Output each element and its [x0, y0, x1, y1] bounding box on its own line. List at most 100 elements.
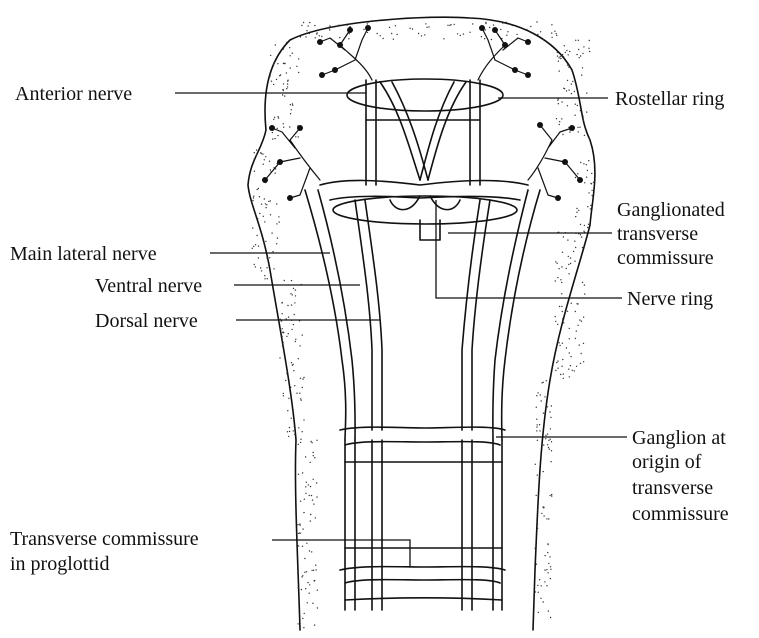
- stipple-dot: [307, 602, 308, 603]
- stipple-dot: [252, 227, 253, 228]
- stipple-dot: [562, 54, 563, 55]
- stipple-dot: [302, 546, 303, 547]
- stipple-dot: [594, 164, 595, 165]
- stipple-dot: [254, 171, 255, 172]
- stipple-dot: [292, 105, 293, 106]
- stipple-dot: [295, 136, 296, 137]
- stipple-dot: [264, 159, 265, 160]
- stipple-dot: [274, 138, 275, 139]
- stipple-dot: [266, 267, 267, 268]
- stipple-dot: [298, 474, 299, 475]
- stipple-dot: [298, 427, 299, 428]
- stipple-dot: [576, 212, 577, 213]
- stipple-dot: [294, 302, 295, 303]
- stipple-dot: [548, 440, 549, 441]
- stipple-dot: [276, 243, 277, 244]
- stipple-dot: [584, 225, 585, 226]
- stipple-dot: [389, 27, 390, 28]
- stipple-dot: [311, 551, 312, 552]
- stipple-dot: [299, 345, 300, 346]
- stipple-dot: [263, 164, 264, 165]
- stipple-dot: [283, 127, 284, 128]
- stipple-dot: [558, 103, 559, 104]
- stipple-dot: [298, 444, 299, 445]
- stipple-dot: [284, 95, 285, 96]
- stipple-dot: [550, 566, 551, 567]
- stipple-dot: [592, 195, 593, 196]
- stipple-dot: [317, 590, 318, 591]
- stipple-dot: [308, 25, 309, 26]
- stipple-dot: [579, 319, 580, 320]
- stipple-dot: [551, 405, 552, 406]
- stipple-dot: [568, 66, 569, 67]
- stipple-dot: [571, 93, 572, 94]
- stipple-dot: [347, 24, 348, 25]
- stipple-dot: [562, 134, 563, 135]
- stipple-dot: [586, 111, 587, 112]
- stipple-dot: [506, 22, 507, 23]
- stipple-dot: [310, 486, 311, 487]
- stipple-dot: [548, 610, 549, 611]
- stipple-dot: [264, 198, 265, 199]
- stipple-dot: [298, 358, 299, 359]
- stipple-dot: [551, 37, 552, 38]
- stipple-dot: [551, 32, 552, 33]
- stipple-dot: [302, 387, 303, 388]
- stipple-dot: [537, 528, 538, 529]
- stipple-dot: [272, 132, 273, 133]
- stipple-dot: [305, 486, 306, 487]
- stipple-dot: [285, 380, 286, 381]
- stipple-dot: [282, 336, 283, 337]
- stipple-dot: [309, 593, 310, 594]
- stipple-dot: [536, 395, 537, 396]
- stipple-dot: [306, 571, 307, 572]
- stipple-dot: [550, 617, 551, 618]
- stipple-dot: [575, 104, 576, 105]
- stipple-dot: [255, 244, 256, 245]
- stipple-dot: [300, 439, 301, 440]
- stipple-dot: [305, 36, 306, 37]
- stipple-dot: [261, 153, 262, 154]
- stipple-dot: [588, 192, 589, 193]
- stipple-dot: [278, 117, 279, 118]
- stipple-dot: [544, 555, 545, 556]
- stipple-dot: [280, 329, 281, 330]
- stipple-dot: [589, 51, 590, 52]
- stipple-dot: [297, 524, 298, 525]
- stipple-dot: [556, 118, 557, 119]
- stipple-dot: [540, 598, 541, 599]
- stipple-dot: [579, 127, 580, 128]
- stipple-dot: [583, 317, 584, 318]
- stipple-dot: [550, 439, 551, 440]
- stipple-dot: [571, 83, 572, 84]
- stipple-dot: [316, 496, 317, 497]
- stipple-dot: [293, 370, 294, 371]
- stipple-dot: [259, 196, 260, 197]
- stipple-dot: [256, 235, 257, 236]
- stipple-dot: [572, 370, 573, 371]
- stipple-dot: [275, 173, 276, 174]
- stipple-dot: [550, 578, 551, 579]
- stipple-dot: [315, 37, 316, 38]
- stipple-dot: [261, 270, 262, 271]
- stipple-dot: [287, 431, 288, 432]
- label-ganglionated-line2: transverse: [617, 223, 698, 245]
- label-ganglion-line2: origin of: [632, 451, 702, 473]
- stipple-dot: [286, 72, 287, 73]
- stipple-dot: [463, 33, 464, 34]
- stipple-dot: [288, 436, 289, 437]
- stipple-dot: [541, 513, 542, 514]
- stipple-dot: [569, 376, 570, 377]
- stipple-dot: [272, 138, 273, 139]
- stipple-dot: [547, 552, 548, 553]
- stipple-dot: [548, 563, 549, 564]
- stipple-dot: [295, 339, 296, 340]
- stipple-dot: [281, 302, 282, 303]
- stipple-dot: [583, 361, 584, 362]
- stipple-dot: [367, 23, 368, 24]
- stipple-dot: [491, 39, 492, 40]
- stipple-dot: [298, 136, 299, 137]
- stipple-dot: [298, 533, 299, 534]
- stipple-dot: [264, 275, 265, 276]
- stipple-dot: [557, 52, 558, 53]
